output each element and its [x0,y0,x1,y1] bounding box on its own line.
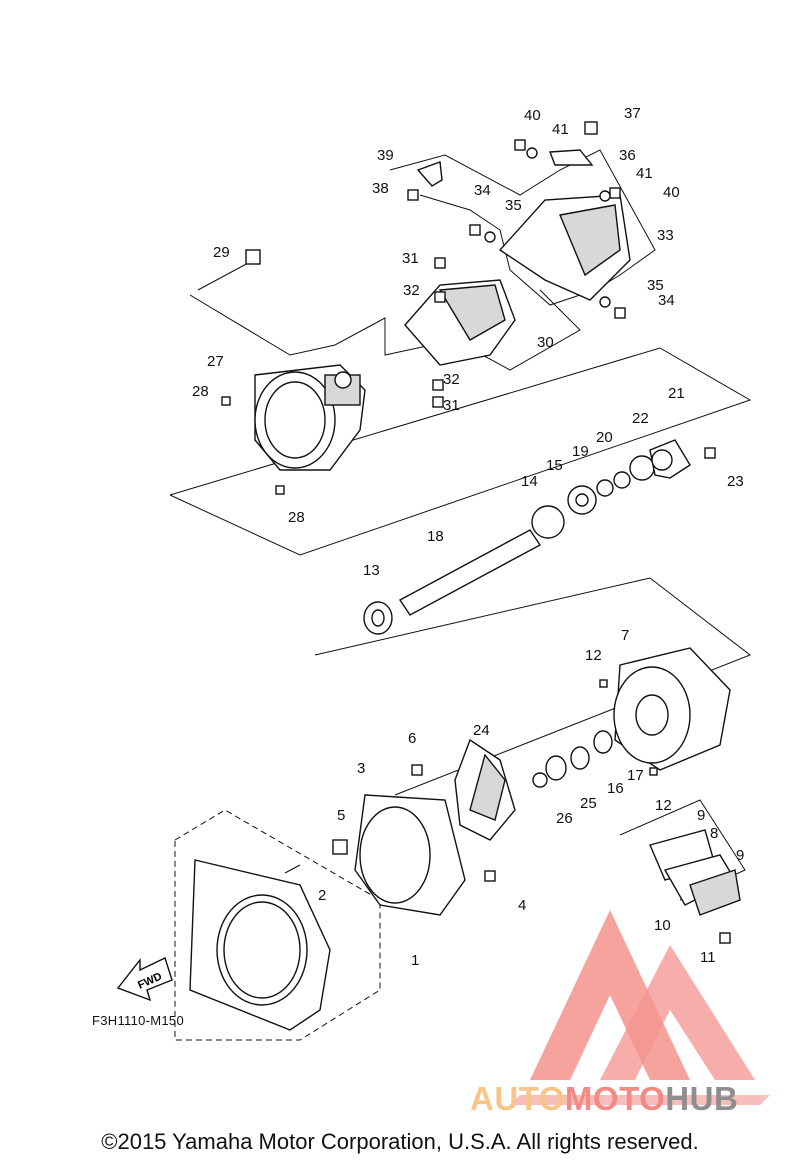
callout-15: 15 [546,457,563,474]
callout-23: 23 [727,473,744,490]
callout-35: 35 [647,277,664,294]
watermark-hub: HUB [665,1080,739,1117]
diagram-code: F3H1110-M150 [92,1013,184,1028]
callout-40: 40 [524,107,541,124]
callout-13: 13 [363,562,380,579]
callout-32: 32 [403,282,420,299]
callout-32: 32 [443,371,460,388]
callout-8: 8 [710,825,718,842]
callout-3: 3 [357,760,365,777]
callout-22: 22 [632,410,649,427]
callout-21: 21 [668,385,685,402]
steering-bracket [498,194,631,301]
callout-29: 29 [213,244,230,261]
callout-40: 40 [663,184,680,201]
callout-38: 38 [372,180,389,197]
callout-24: 24 [473,722,490,739]
callout-1: 1 [411,952,419,969]
callout-25: 25 [580,795,597,812]
callout-28: 28 [288,509,305,526]
impeller [454,738,516,841]
callout-34: 34 [474,182,491,199]
inspection-cover [649,829,741,916]
callout-12: 12 [585,647,602,664]
callout-37: 37 [624,105,641,122]
callout-36: 36 [619,147,636,164]
callout-10: 10 [654,917,671,934]
callout-41: 41 [636,165,653,182]
callout-7: 7 [621,627,629,644]
callout-4: 4 [518,897,526,914]
callout-28: 28 [192,383,209,400]
callout-34: 34 [658,292,675,309]
watermark-moto: MOTO [564,1080,666,1117]
callout-19: 19 [572,443,589,460]
watermark-auto: AUTO [470,1080,565,1117]
callout-26: 26 [556,810,573,827]
nozzle-housing [254,364,366,471]
fwd-arrow-icon [116,957,173,1002]
callout-31: 31 [402,250,419,267]
drive-shaft [363,529,542,635]
callout-31: 31 [443,397,460,414]
callout-5: 5 [337,807,345,824]
intake-plate [189,859,331,1031]
duct [354,794,466,916]
callouts: 1234567899101112121314151617181920212223… [192,105,744,969]
callout-6: 6 [408,730,416,747]
callout-30: 30 [537,334,554,351]
deflector [404,279,516,366]
callout-12: 12 [655,797,672,814]
callout-9: 9 [736,847,744,864]
group-outlines [169,149,752,1041]
callout-16: 16 [607,780,624,797]
watermark-text: AUTOMOTOHUB [470,1080,738,1118]
callout-20: 20 [596,429,613,446]
bolt-29 [197,249,261,291]
callout-18: 18 [427,528,444,545]
watermark-logo [510,910,770,1105]
small-rings [532,730,613,788]
callout-33: 33 [657,227,674,244]
callout-17: 17 [627,767,644,784]
callout-2: 2 [318,887,326,904]
hardware [221,121,731,944]
callout-39: 39 [377,147,394,164]
callout-27: 27 [207,353,224,370]
callout-11: 11 [700,949,716,966]
callout-41: 41 [552,121,569,138]
callout-35: 35 [505,197,522,214]
bearings [531,439,691,539]
callout-9: 9 [697,807,705,824]
callout-14: 14 [521,473,538,490]
pump-housing [613,647,731,771]
copyright-notice: ©2015 Yamaha Motor Corporation, U.S.A. A… [101,1129,699,1154]
